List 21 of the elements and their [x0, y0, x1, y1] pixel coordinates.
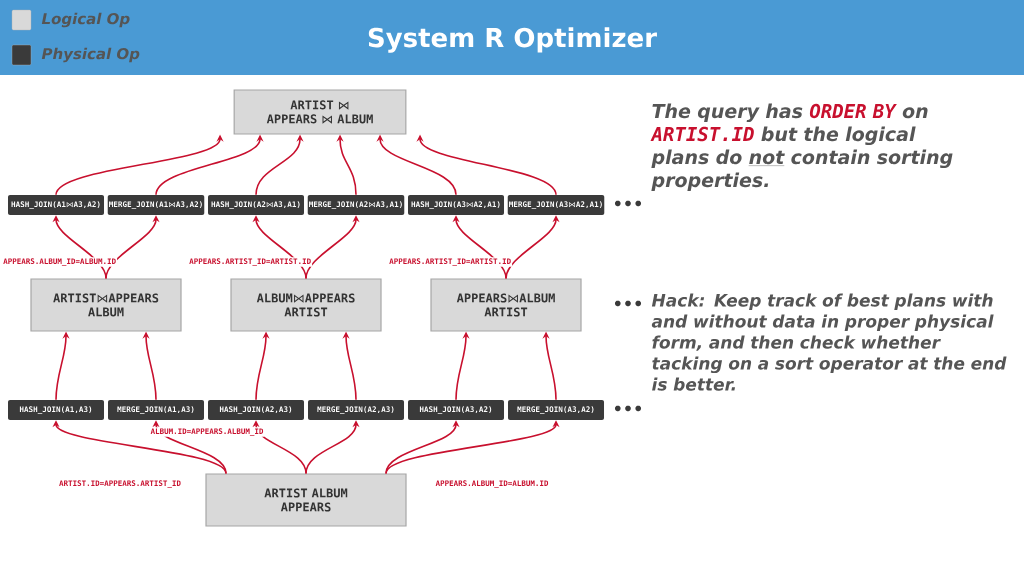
logical-op-box: APPEARS⋈ALBUM ARTIST: [430, 278, 582, 332]
label: plans do: [651, 149, 742, 168]
logical-op-box: ARTIST ALBUM APPEARS: [205, 473, 407, 527]
label: properties.: [651, 172, 769, 191]
label: contain sorting: [791, 149, 953, 169]
label: but the logical: [761, 126, 916, 146]
legend-label: Logical Op: [41, 12, 130, 28]
note-text: The query has ORDER BY on ARTIST.ID but the logical plans do not contain sorting properties.: [650, 103, 953, 191]
note-text: Hack: Keep track of best plans with and without data in proper physical form, and then check whether tacking on a sort operator at the end is better.: [651, 293, 1007, 391]
label: ORDER BY: [809, 103, 897, 119]
label: not: [749, 150, 785, 165]
label: on: [902, 107, 928, 119]
label: ARTIST.ID: [650, 126, 754, 142]
logical-op-box: ARTIST ⋈ APPEARS ⋈ ALBUM: [233, 89, 407, 135]
arrow: [152, 420, 227, 475]
ellipsis: •••: [615, 300, 642, 307]
label: The query has: [652, 103, 803, 123]
legend-label: Physical Op: [41, 47, 140, 63]
title: System R Optimizer: [368, 27, 657, 53]
logical-op-box: ARTIST⋈APPEARS ALBUM: [30, 278, 182, 332]
logical-op-box: ALBUM⋈APPEARS ARTIST: [230, 278, 382, 332]
